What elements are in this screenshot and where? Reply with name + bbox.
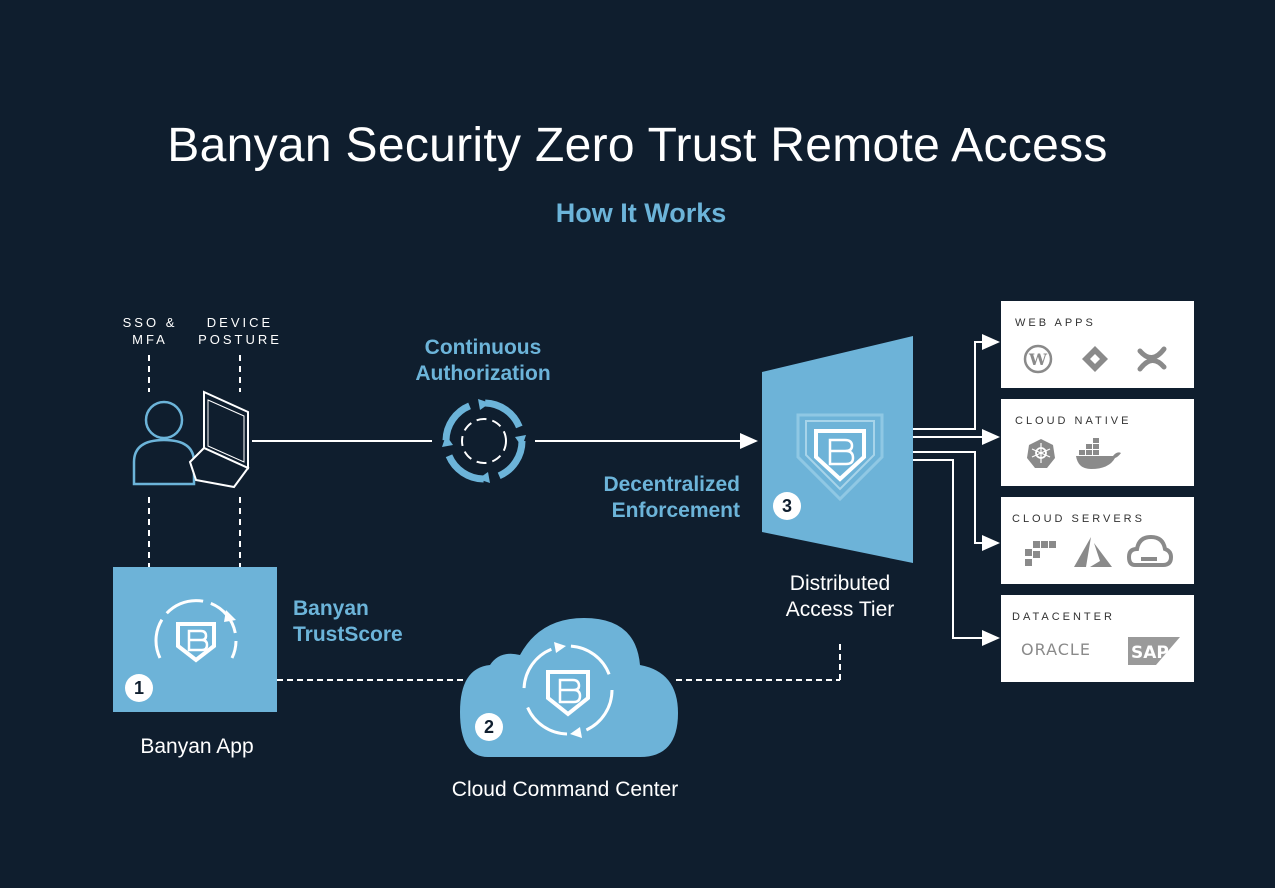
cloud-command-center-label: Cloud Command Center (451, 778, 679, 801)
banyan-app-label: Banyan App (140, 735, 254, 758)
step-badge-3: 3 (773, 492, 801, 520)
wordpress-icon: W (1023, 344, 1053, 374)
access-tier-logo-icon (796, 413, 884, 502)
cloud-native-card: CLOUD NATIVE (1001, 399, 1194, 486)
sap-logo-icon: SAP (1128, 637, 1180, 665)
confluence-icon (1137, 346, 1167, 372)
datacenter-card: DATACENTER ORACLE SAP (1001, 595, 1194, 682)
sso-mfa-label: SSO &MFA (122, 315, 178, 347)
datacenter-title: DATACENTER (1012, 611, 1115, 623)
page-title: Banyan Security Zero Trust Remote Access (167, 119, 1108, 172)
aws-icon (1025, 541, 1056, 566)
oracle-logo: ORACLE (1021, 640, 1091, 659)
jira-icon (1082, 346, 1108, 372)
cloud-logo-icon (522, 642, 614, 738)
web-apps-card: WEB APPS W (1001, 301, 1194, 388)
kubernetes-icon (1027, 439, 1055, 468)
cloud-command-center-shape (460, 618, 678, 757)
user-icon (132, 400, 196, 486)
cloud-servers-card: CLOUD SERVERS (1001, 497, 1194, 584)
web-apps-title: WEB APPS (1015, 317, 1096, 329)
cloud-native-title: CLOUD NATIVE (1015, 415, 1132, 427)
svg-text:SAP: SAP (1131, 643, 1169, 663)
svg-text:W: W (1028, 350, 1048, 369)
step-badge-2: 2 (475, 713, 503, 741)
docker-icon (1076, 438, 1121, 469)
banyan-app-logo-icon (154, 599, 238, 663)
access-tier-shape (762, 336, 913, 563)
google-cloud-icon (1126, 535, 1174, 567)
step-badge-1: 1 (125, 674, 153, 702)
tier-to-destination-arrows (913, 334, 1000, 646)
cloud-servers-title: CLOUD SERVERS (1012, 513, 1145, 525)
continuous-authorization-icon (442, 399, 526, 483)
azure-icon (1074, 537, 1112, 567)
page-subtitle: How It Works (555, 198, 727, 228)
laptop-icon (188, 390, 250, 489)
